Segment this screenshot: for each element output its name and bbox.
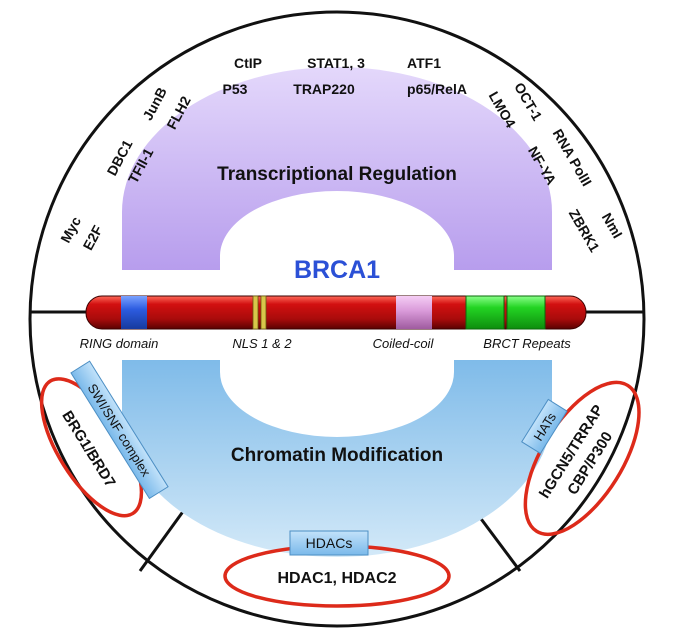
partner-ctip: CtIP xyxy=(234,55,262,71)
ring-domain-label: RING domain xyxy=(80,336,159,351)
hdac-box xyxy=(289,530,369,556)
transcription-title: Transcriptional Regulation xyxy=(217,164,457,185)
partner-trap220: TRAP220 xyxy=(293,81,355,97)
hdac-group: HDACs HDAC1, HDAC2 xyxy=(223,530,451,608)
hat-box xyxy=(521,398,568,455)
swi-snf-box xyxy=(70,360,169,500)
coiled-coil-block xyxy=(396,296,432,329)
brct-block-1 xyxy=(465,295,505,330)
transcription-arc xyxy=(122,67,552,270)
nls-block-1 xyxy=(252,295,259,330)
coiled-coil-label: Coiled-coil xyxy=(373,336,435,351)
hdac-label: HDACs xyxy=(306,535,353,551)
partner-stat: STAT1, 3 xyxy=(307,55,365,71)
brca1-label: BRCA1 xyxy=(294,256,380,284)
brct-block-2 xyxy=(506,295,546,330)
brct-repeats-label: BRCT Repeats xyxy=(483,336,571,351)
partner-atf1: ATF1 xyxy=(407,55,441,71)
nls-block-2 xyxy=(260,295,267,330)
ring-domain-block xyxy=(121,296,147,329)
chromatin-arc xyxy=(122,360,552,557)
partner-p53: P53 xyxy=(223,81,248,97)
hdac-members: HDAC1, HDAC2 xyxy=(277,570,396,587)
chromatin-title: Chromatin Modification xyxy=(231,445,443,466)
nls-label: NLS 1 & 2 xyxy=(232,336,292,351)
brca1-protein-bar xyxy=(85,295,587,330)
partner-p65: p65/RelA xyxy=(407,81,467,97)
